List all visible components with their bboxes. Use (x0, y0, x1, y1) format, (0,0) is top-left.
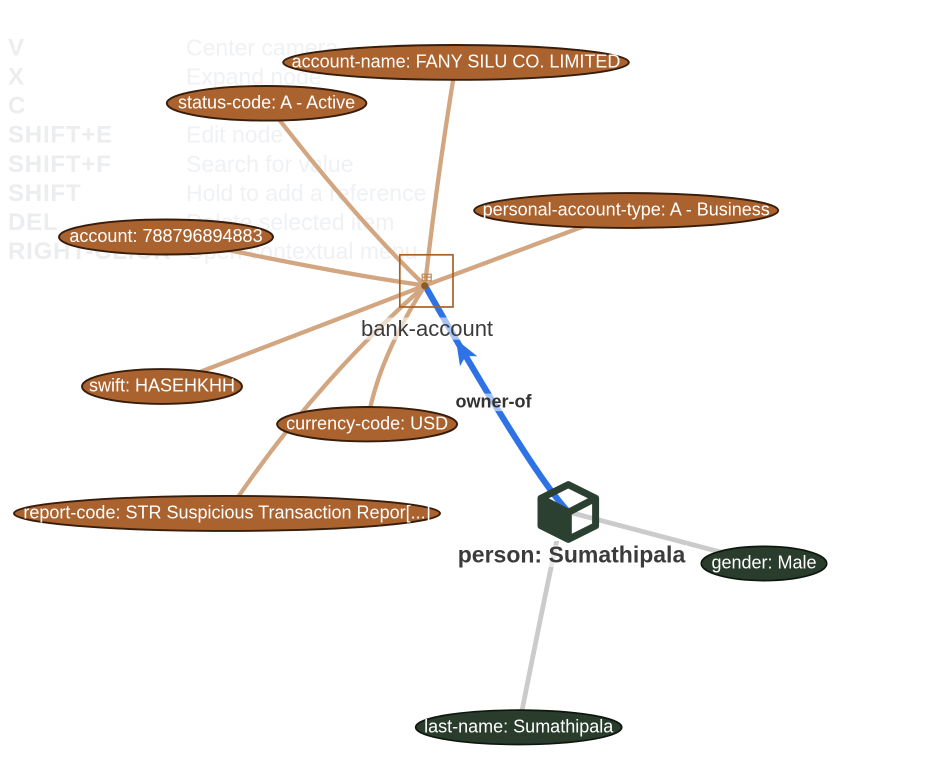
svg-text:X: X (8, 64, 25, 91)
svg-text:DEL: DEL (8, 209, 58, 236)
svg-text:owner-of: owner-of (456, 392, 533, 412)
svg-text:SHIFT: SHIFT (8, 180, 81, 207)
svg-text:bank-account: bank-account (361, 316, 493, 341)
svg-text:personal-account-type: A - Bus: personal-account-type: A - Business (483, 200, 770, 220)
svg-text:person: Sumathipala: person: Sumathipala (458, 542, 686, 568)
svg-text:gender: Male: gender: Male (711, 553, 816, 573)
svg-text:Hold to add a reference: Hold to add a reference (186, 180, 426, 206)
svg-text:status-code: A - Active: status-code: A - Active (178, 93, 355, 113)
svg-text:Edit node: Edit node (186, 122, 283, 148)
svg-text:account: 788796894883: account: 788796894883 (69, 226, 262, 246)
svg-text:swift: HASEHKHH: swift: HASEHKHH (89, 376, 235, 396)
svg-text:report-code: STR Suspicious Tr: report-code: STR Suspicious Transaction … (23, 503, 430, 523)
svg-text:account-name: FANY SILU CO. LI: account-name: FANY SILU CO. LIMITED (292, 52, 621, 72)
svg-text:Search for value: Search for value (186, 151, 353, 177)
svg-text:last-name: Sumathipala: last-name: Sumathipala (424, 717, 614, 737)
svg-text:SHIFT+F: SHIFT+F (8, 151, 112, 178)
svg-text:currency-code: USD: currency-code: USD (286, 413, 448, 433)
svg-text:SHIFT+E: SHIFT+E (8, 122, 113, 149)
svg-text:C: C (8, 93, 26, 120)
svg-text:V: V (8, 35, 25, 62)
